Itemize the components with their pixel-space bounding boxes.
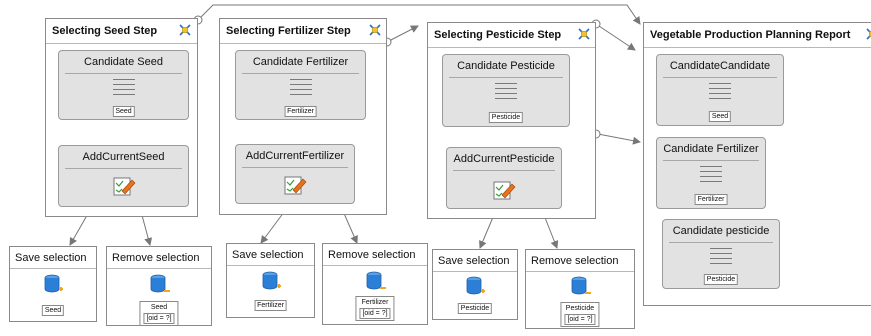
unit-title: AddCurrentFertilizer xyxy=(245,150,345,162)
entity-label: Fertilizer xyxy=(361,299,389,306)
edit-operation-icon xyxy=(284,176,307,195)
action-title: Save selection xyxy=(232,249,304,261)
step-marker-icon xyxy=(578,28,590,40)
unit-title: Candidate pesticide xyxy=(672,225,770,237)
edit-operation-icon xyxy=(493,181,516,200)
database-remove-icon xyxy=(366,271,386,290)
operation-unit-add-current-seed[interactable]: AddCurrentSeed xyxy=(58,145,189,207)
entity-tag: Seed xyxy=(112,106,135,117)
entity-tag: Fertilizer xyxy=(254,300,287,311)
report-unit-candidate-pesticide[interactable]: Candidate pesticide Pesticide xyxy=(662,219,780,289)
entity-tag: Fertilizer xyxy=(284,106,317,117)
operation-unit-add-current-pesticide[interactable]: AddCurrentPesticide xyxy=(446,147,562,209)
step-title: Selecting Seed Step xyxy=(52,25,158,37)
step-title: Selecting Fertilizer Step xyxy=(226,25,351,37)
list-lines-icon xyxy=(700,166,722,186)
selecting-fertilizer-step[interactable]: Selecting Fertilizer Step Candidate Fert… xyxy=(219,18,387,215)
save-selection-fertilizer[interactable]: Save selection Fertilizer xyxy=(226,243,315,318)
list-lines-icon xyxy=(289,79,312,99)
action-title: Save selection xyxy=(15,252,87,264)
unit-title: Candidate Fertilizer xyxy=(252,56,349,68)
list-lines-icon xyxy=(709,83,731,103)
unit-title: AddCurrentPesticide xyxy=(453,153,555,165)
flow-fertilizer-to-pesticide xyxy=(386,25,419,43)
database-add-icon xyxy=(262,271,281,290)
remove-selection-seed[interactable]: Remove selection Seed [oid = ?] xyxy=(106,246,212,326)
selecting-seed-step[interactable]: Selecting Seed Step Candidate Seed Seed … xyxy=(45,18,198,217)
unit-title: Candidate Pesticide xyxy=(457,60,555,72)
content-unit-candidate-pesticide[interactable]: Candidate Pesticide Pesticide xyxy=(442,54,570,127)
condition-label: [oid = ?] xyxy=(564,314,596,325)
report-title: Vegetable Production Planning Report xyxy=(650,29,851,41)
entity-condition-box: Fertilizer [oid = ?] xyxy=(355,296,395,321)
entity-condition-box: Seed [oid = ?] xyxy=(139,301,179,326)
entity-tag: Seed xyxy=(708,111,732,122)
report-unit-candidate-fertilizer[interactable]: Candidate Fertilizer Fertilizer xyxy=(656,137,766,209)
entity-label: Pesticide xyxy=(565,305,595,312)
vegetable-production-planning-report[interactable]: Vegetable Production Planning Report Can… xyxy=(643,22,871,306)
database-remove-icon xyxy=(571,276,591,295)
database-remove-icon xyxy=(150,274,170,293)
report-unit-candidate-seed[interactable]: CandidateCandidate Seed xyxy=(656,54,784,126)
step-marker-icon xyxy=(369,24,381,36)
condition-label: [oid = ?] xyxy=(143,313,175,324)
operation-unit-add-current-fertilizer[interactable]: AddCurrentFertilizer xyxy=(235,144,355,204)
action-title: Remove selection xyxy=(328,249,416,261)
entity-label: Seed xyxy=(150,304,168,311)
action-title: Save selection xyxy=(438,255,510,267)
step-title: Selecting Pesticide Step xyxy=(434,29,562,41)
condition-label: [oid = ?] xyxy=(359,308,391,319)
save-selection-seed[interactable]: Save selection Seed xyxy=(9,246,97,322)
content-unit-candidate-seed[interactable]: Candidate Seed Seed xyxy=(58,50,189,120)
flow-pesticide-to-report-mid xyxy=(597,133,641,145)
entity-tag: Fertilizer xyxy=(694,194,728,205)
step-marker-icon xyxy=(866,28,871,40)
action-title: Remove selection xyxy=(112,252,200,264)
action-title: Remove selection xyxy=(531,255,619,267)
unit-title: Candidate Fertilizer xyxy=(663,143,759,155)
entity-tag: Pesticide xyxy=(703,274,739,285)
unit-title: AddCurrentSeed xyxy=(82,151,165,163)
entity-tag: Pesticide xyxy=(457,303,493,314)
list-lines-icon xyxy=(495,83,517,103)
database-add-icon xyxy=(466,276,485,295)
content-unit-candidate-fertilizer[interactable]: Candidate Fertilizer Fertilizer xyxy=(235,50,366,120)
list-lines-icon xyxy=(112,79,135,99)
edit-operation-icon xyxy=(113,177,135,196)
entity-tag: Seed xyxy=(41,305,65,316)
remove-selection-fertilizer[interactable]: Remove selection Fertilizer [oid = ?] xyxy=(322,243,428,325)
database-add-icon xyxy=(44,274,63,293)
selecting-pesticide-step[interactable]: Selecting Pesticide Step Candidate Pesti… xyxy=(427,22,596,219)
list-lines-icon xyxy=(710,248,732,268)
unit-title: Candidate Seed xyxy=(84,56,163,68)
entity-tag: Pesticide xyxy=(488,112,524,123)
save-selection-pesticide[interactable]: Save selection Pesticide xyxy=(432,249,518,320)
unit-title: CandidateCandidate xyxy=(669,60,771,72)
flow-pesticide-to-report xyxy=(595,23,636,51)
step-marker-icon xyxy=(179,24,191,36)
entity-condition-box: Pesticide [oid = ?] xyxy=(560,302,600,327)
remove-selection-pesticide[interactable]: Remove selection Pesticide [oid = ?] xyxy=(525,249,635,329)
